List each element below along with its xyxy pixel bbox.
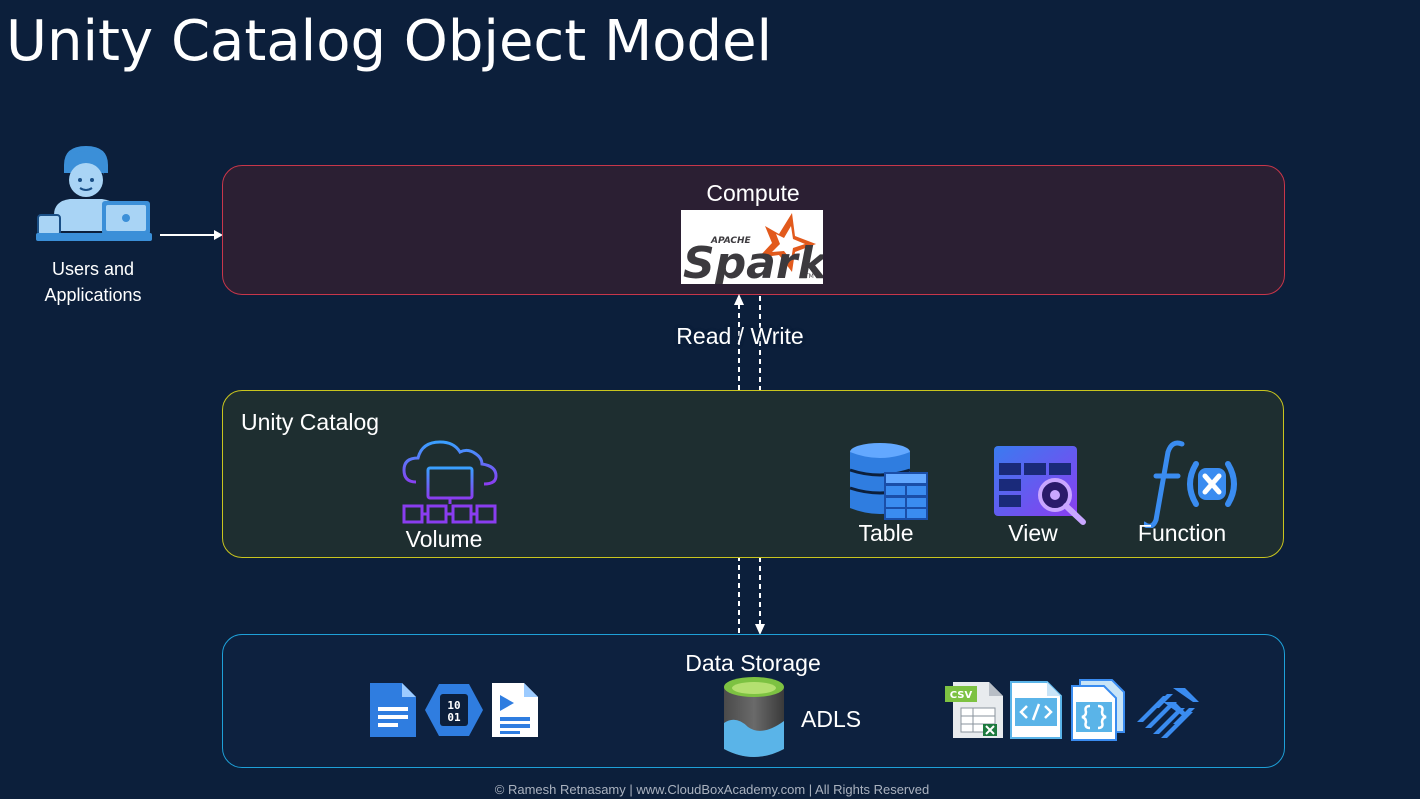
adls-storage-icon <box>722 675 786 761</box>
json-file-icon <box>1068 678 1126 742</box>
copyright-footer: © Ramesh Retnasamy | www.CloudBoxAcademy… <box>494 782 930 797</box>
volume-label: Volume <box>405 526 483 552</box>
binary-text-top: 10 <box>447 699 460 712</box>
binary-file-icon: 10 01 <box>424 682 484 738</box>
adls-label: ADLS <box>801 706 862 732</box>
document-icon <box>368 681 418 739</box>
slide-title: Unity Catalog Object Model <box>6 9 773 74</box>
spark-text: Spark <box>683 238 823 284</box>
unity-catalog-label: Unity Catalog <box>241 409 380 435</box>
user-laptop-icon <box>34 143 152 251</box>
parquet-icon <box>1133 684 1201 740</box>
apache-spark-logo: APACHE Spark TM <box>681 210 823 284</box>
spark-tm-text: TM <box>804 273 814 280</box>
apache-text: APACHE <box>710 236 752 246</box>
compute-label: Compute <box>706 180 800 206</box>
function-icon <box>1144 438 1240 528</box>
media-file-icon <box>490 681 540 739</box>
view-label: View <box>1008 520 1058 546</box>
cloud-folder-icon <box>402 432 498 528</box>
database-table-icon <box>848 442 928 522</box>
users-label-line2: Applications <box>44 285 142 305</box>
xml-file-icon <box>1009 680 1063 740</box>
unity-catalog-box <box>222 390 1284 558</box>
data-storage-label: Data Storage <box>685 650 821 676</box>
users-applications-label: Users and Applications <box>44 256 141 308</box>
read-write-label: Read / Write <box>676 323 804 349</box>
csv-tag-text: CSV <box>950 690 973 701</box>
users-label-line1: Users and <box>51 259 135 279</box>
actor-to-compute-arrow <box>160 229 224 241</box>
csv-file-icon: CSV <box>945 680 1005 740</box>
table-view-icon <box>993 445 1087 525</box>
function-label: Function <box>1137 520 1227 546</box>
binary-text-bottom: 01 <box>447 711 461 724</box>
table-label: Table <box>858 520 914 546</box>
